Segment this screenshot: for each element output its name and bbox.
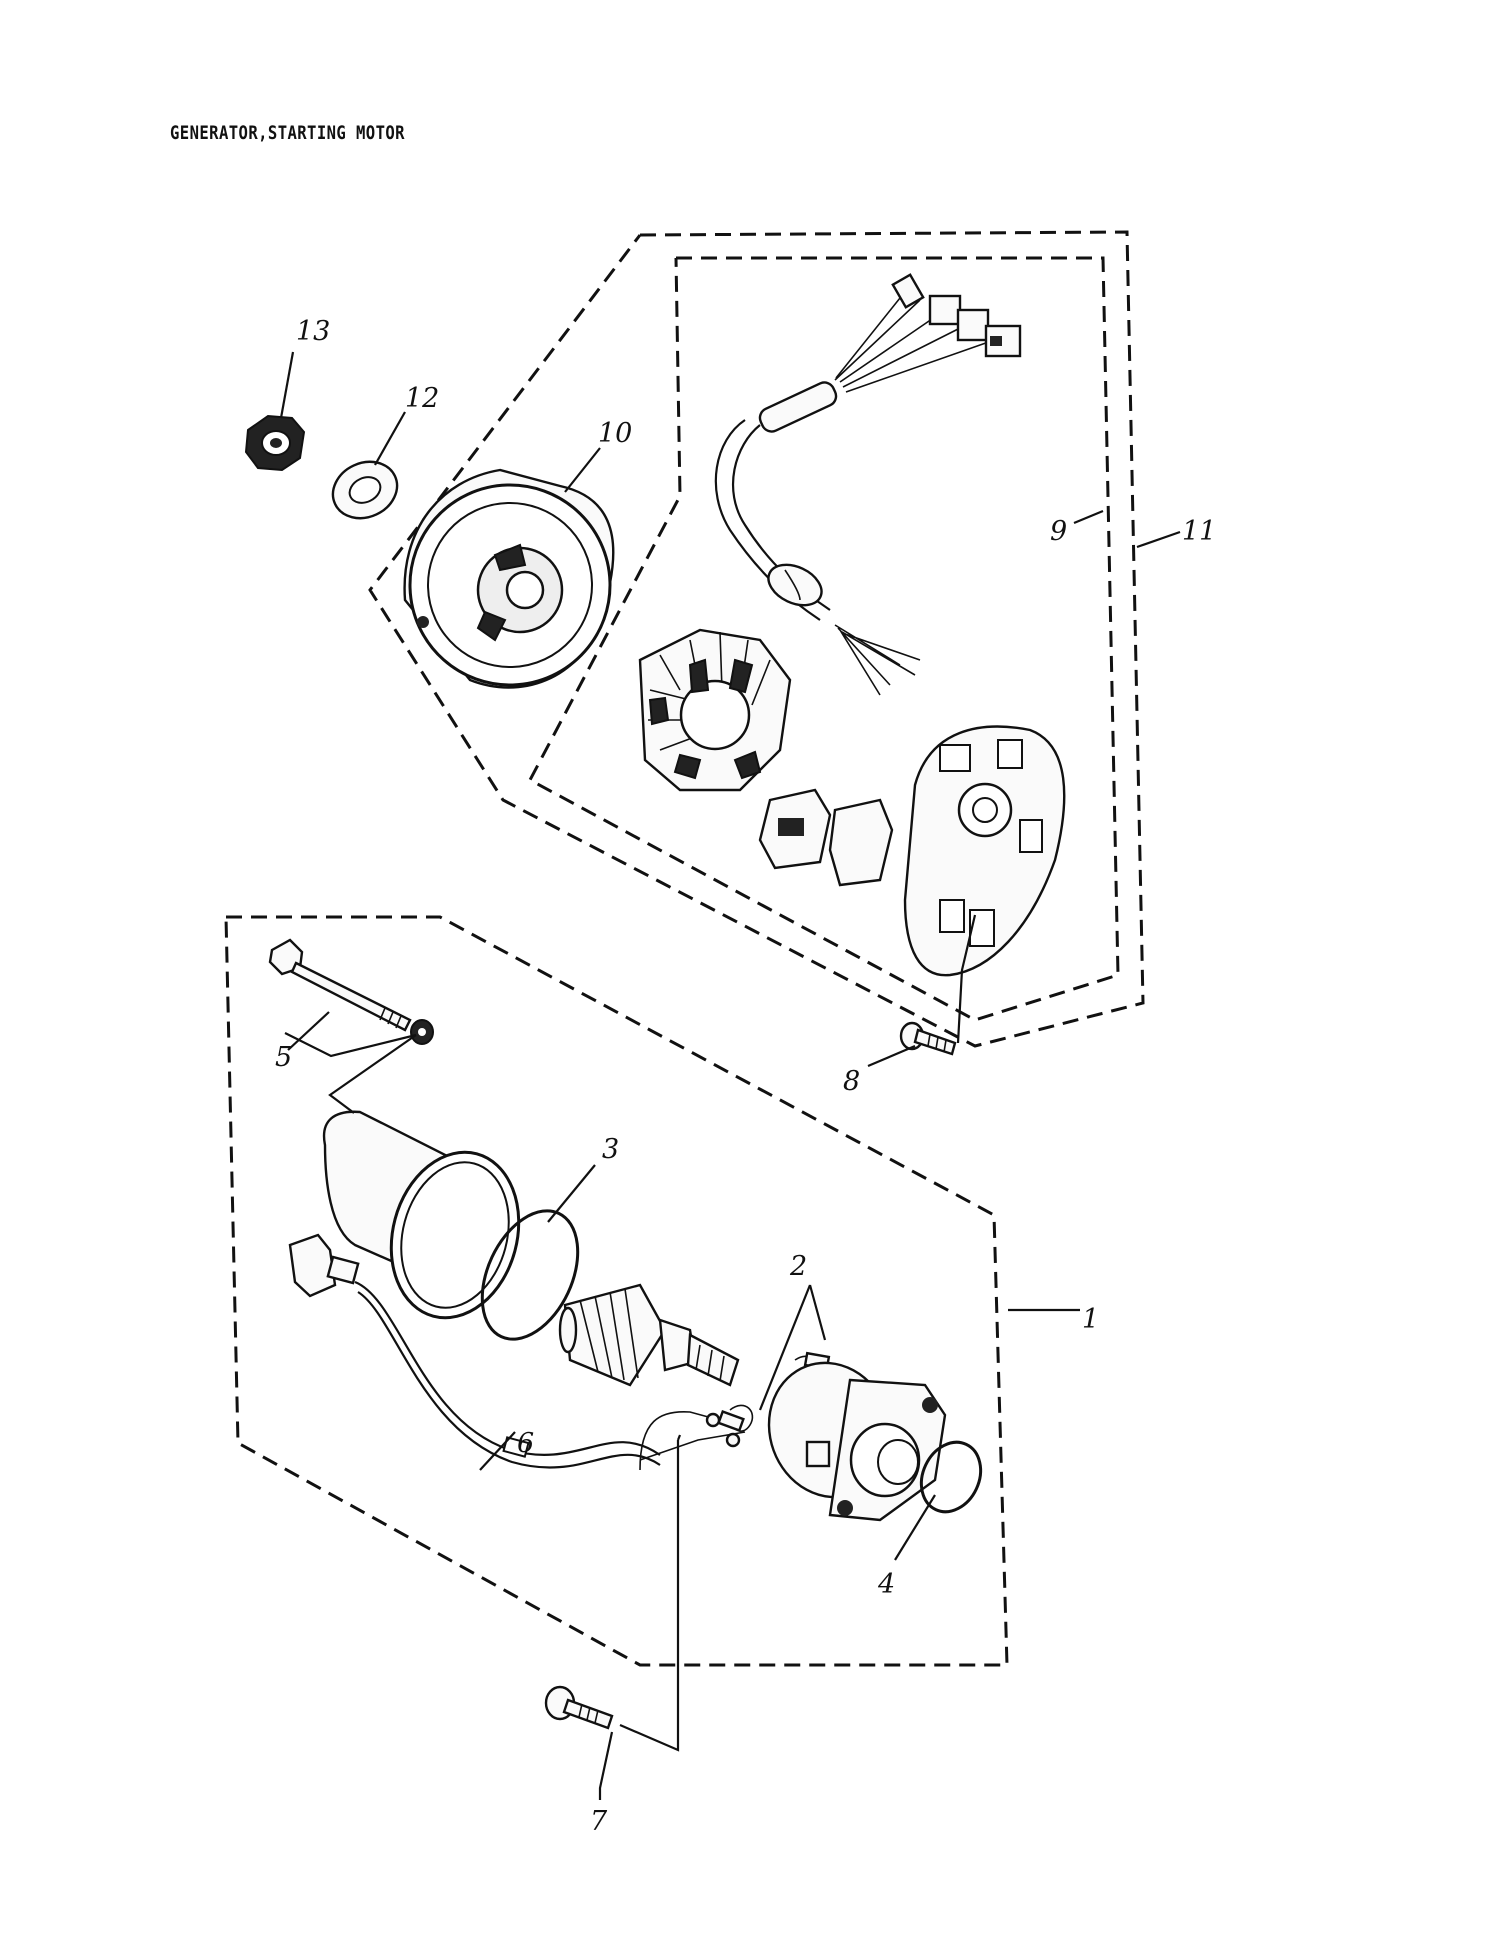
callout-10: 10 [598,418,632,449]
motor-rear-cover [767,1361,947,1522]
nut-part-13 [244,414,306,472]
group-1-boundary [224,915,1009,1667]
callout-9: 9 [1050,516,1067,547]
callout-1: 1 [1082,1304,1099,1335]
callout-13: 13 [296,316,330,347]
callout-12: 12 [405,383,439,414]
motor-yoke-housing [322,1110,521,1320]
group-11-boundary [368,230,1145,1048]
stator-harness-part-9 [638,273,1066,977]
armature [558,1283,740,1387]
o-ring-part-3 [480,1209,580,1341]
flywheel-rotor-part-10 [403,468,615,689]
screw-part-8 [899,1021,957,1056]
washer-part-12 [331,460,399,520]
callout-6: 6 [517,1428,534,1459]
callout-3: 3 [602,1134,619,1165]
cable-part-6 [288,1233,746,1471]
screw-part-7 [544,1685,614,1730]
callout-8: 8 [843,1066,860,1097]
callout-2: 2 [789,1251,807,1282]
group-9-boundary [527,256,1120,1022]
callout-7: 7 [590,1806,608,1837]
leader-lines [279,351,1181,1800]
page-title: GENERATOR,STARTING MOTOR [170,122,405,144]
callout-4: 4 [877,1569,895,1600]
o-ring-part-4 [919,1440,983,1514]
callout-5: 5 [275,1042,292,1073]
bolt-washer-part-5 [268,938,434,1045]
callout-11: 11 [1182,516,1216,547]
